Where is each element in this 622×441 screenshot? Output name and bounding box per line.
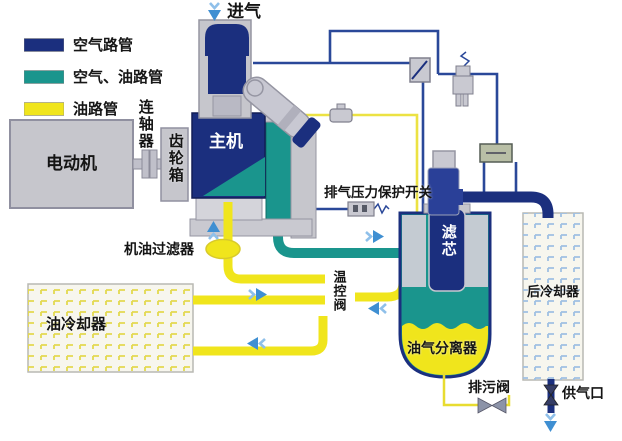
legend-swatch-air-oil bbox=[24, 69, 64, 84]
after-cooler-label: 后冷却器 bbox=[527, 284, 580, 299]
legend-swatch-rect bbox=[24, 101, 64, 116]
discharge-pressure-switch-label: 排气压力保护开关 bbox=[324, 185, 432, 200]
airend-label: 主机 bbox=[209, 132, 243, 151]
legend-swatch-air bbox=[24, 37, 64, 52]
min-pressure-valve bbox=[427, 150, 554, 220]
drain-line bbox=[442, 372, 511, 414]
filter-element-label: 滤芯 bbox=[439, 224, 457, 258]
legend-swatch-rect bbox=[24, 69, 64, 84]
inline-oil-valve bbox=[329, 103, 353, 123]
legend-item-label: 油路管 bbox=[73, 101, 119, 118]
gearbox-block bbox=[160, 127, 189, 202]
drain-valve-label: 排污阀 bbox=[468, 379, 510, 395]
legend-item-oil-pipe: 油路管 bbox=[24, 98, 163, 119]
solenoid-valve bbox=[409, 57, 431, 83]
legend-item-air-oil-pipe: 空气、油路管 bbox=[24, 66, 163, 87]
oil-filter-label: 机油过滤器 bbox=[124, 241, 194, 257]
drain-valve-icon bbox=[477, 397, 507, 414]
oil-cooler-label: 油冷却器 bbox=[46, 316, 107, 333]
air-supply-port-label: 供气口 bbox=[562, 385, 604, 401]
oil-filter bbox=[205, 238, 241, 260]
legend-item-air-pipe: 空气路管 bbox=[24, 34, 163, 55]
discharge-pressure-switch bbox=[347, 201, 375, 217]
supply-valve-icon bbox=[543, 384, 559, 406]
intake-label: 进气 bbox=[227, 2, 261, 21]
airend-block bbox=[191, 112, 266, 199]
gearbox-label: 齿轮箱 bbox=[166, 133, 184, 184]
air-filter bbox=[205, 24, 249, 94]
air-control-lines bbox=[253, 29, 518, 215]
intake-assembly bbox=[198, 19, 321, 148]
to-separator-arrow bbox=[364, 228, 386, 245]
oil-cooler-box bbox=[27, 283, 194, 373]
supply-out-arrow bbox=[542, 412, 559, 434]
legend: 空气路管 空气、油路管 油路管 bbox=[24, 34, 163, 119]
legend-swatch-rect bbox=[24, 37, 64, 52]
pressure-sensor bbox=[452, 65, 474, 107]
legend-item-label: 空气、油路管 bbox=[73, 69, 164, 86]
discharge-pipe bbox=[455, 191, 554, 220]
coupling-label: 连轴器 bbox=[136, 99, 154, 150]
legend-swatch-oil bbox=[24, 101, 64, 116]
motor-label: 电动机 bbox=[46, 154, 97, 174]
oil-gas-separator-label: 油气分离器 bbox=[407, 340, 477, 356]
supply-line bbox=[543, 379, 559, 413]
legend-item-label: 空气路管 bbox=[73, 37, 134, 54]
separator-tank bbox=[398, 203, 492, 379]
oil-return-arrow bbox=[366, 300, 388, 317]
control-valve-block bbox=[479, 143, 513, 163]
intake-flow-arrow bbox=[206, 1, 223, 23]
thermo-valve-label: 温控阀 bbox=[331, 270, 347, 312]
motor-block bbox=[9, 119, 134, 209]
